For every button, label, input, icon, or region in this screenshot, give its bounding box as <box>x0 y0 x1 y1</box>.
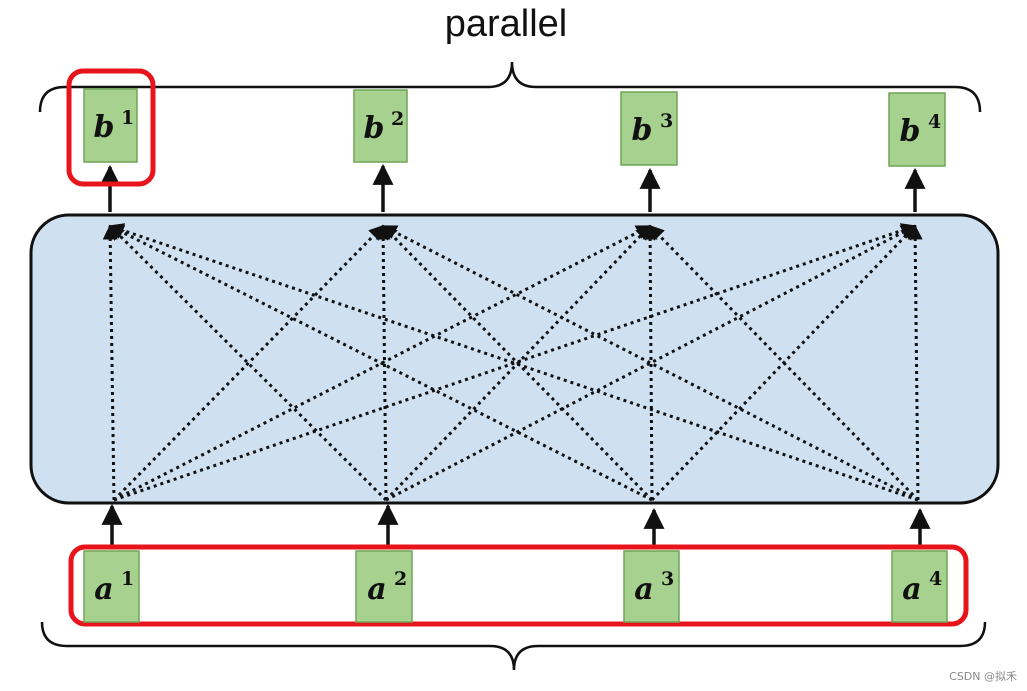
node-superscript: 4 <box>929 568 942 590</box>
node-letter: a <box>902 572 921 607</box>
node-superscript: 1 <box>121 568 134 590</box>
bottom-brace <box>40 621 987 671</box>
node-letter: a <box>634 572 653 607</box>
input-highlight <box>68 544 969 627</box>
output-node-b1: b 1 <box>83 88 138 163</box>
connection-a1-b2 <box>112 224 385 502</box>
watermark: CSDN @拟禾 <box>949 669 1017 683</box>
node-superscript: 2 <box>394 568 407 590</box>
node-letter: a <box>94 572 113 607</box>
node-letter: b <box>900 114 921 149</box>
connection-a2-b4 <box>385 224 917 502</box>
node-superscript: 3 <box>660 110 673 132</box>
node-letter: a <box>367 572 386 607</box>
connection-a4-b1 <box>108 223 919 502</box>
node-letter: b <box>632 113 653 148</box>
input-node-a3: a 3 <box>623 550 680 623</box>
connection-a4-b2 <box>381 224 919 502</box>
node-superscript: 4 <box>928 111 941 133</box>
node-letter: b <box>94 110 115 145</box>
input-node-a1: a 1 <box>83 550 140 623</box>
node-superscript: 2 <box>391 108 404 130</box>
connection-a1-b4 <box>113 223 917 502</box>
connection-a3-b1 <box>108 224 653 502</box>
connection-a4-b3 <box>648 224 920 502</box>
output-highlight <box>66 68 156 187</box>
node-superscript: 1 <box>121 107 134 129</box>
top-brace <box>38 61 982 113</box>
title: parallel <box>445 3 568 45</box>
attention-connections <box>102 223 923 502</box>
input-node-a4: a 4 <box>891 550 948 623</box>
node-superscript: 3 <box>661 568 674 590</box>
input-node-a2: a 2 <box>355 550 413 623</box>
node-letter: b <box>364 111 385 146</box>
output-node-b4: b 4 <box>888 92 946 167</box>
connection-a2-b1 <box>108 224 388 502</box>
solid-arrows <box>99 163 931 548</box>
connection-a3-b2 <box>381 224 654 502</box>
connection-a1-b3 <box>113 224 652 502</box>
output-node-b2: b 2 <box>353 89 408 163</box>
output-nodes: b 1 b 2 b 3 b 4 <box>83 88 946 167</box>
output-node-b3: b 3 <box>620 91 678 166</box>
input-nodes: a 1 a 2 a 3 a 4 <box>83 550 948 623</box>
